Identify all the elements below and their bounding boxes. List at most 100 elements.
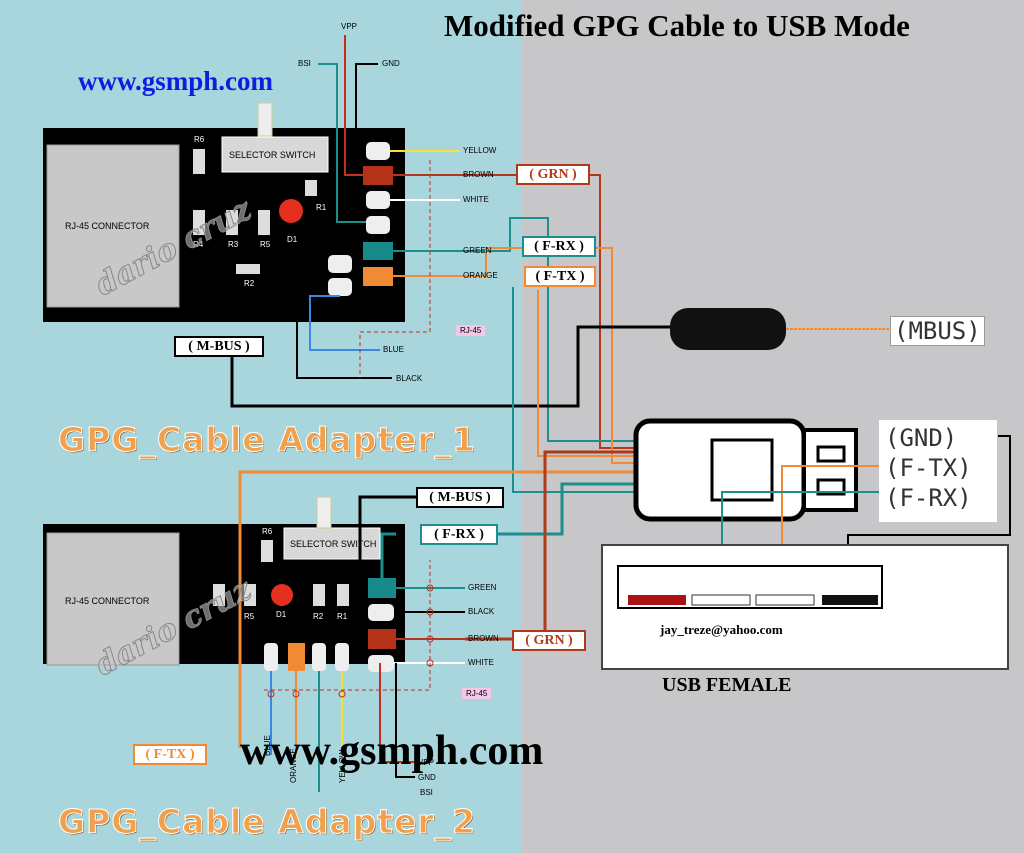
board-1-gnd-label: GND — [382, 59, 400, 68]
board-2-wire-label-black: BLACK — [468, 607, 495, 616]
board-2-pad-blue — [264, 643, 278, 671]
ftx-wire-2 — [238, 470, 640, 748]
board-2-label-vpp: VPP — [418, 758, 435, 767]
tag-mbus-1: ( M-BUS ) — [174, 336, 264, 357]
board-2-pad-green — [368, 578, 396, 598]
board-1-pad-orange — [363, 267, 393, 286]
website-bottom: www.gsmph.com — [240, 728, 544, 774]
board-1-r5-label: R5 — [260, 240, 271, 249]
board-1-r1-label: R1 — [316, 203, 327, 212]
board-1-pad-brown — [363, 166, 393, 185]
frx-route — [512, 287, 640, 493]
board-1-pad-green — [363, 242, 393, 260]
board-1-vpp-route — [344, 130, 363, 176]
usb-tag-gnd: (GND) — [885, 424, 958, 452]
tag-grn-2: ( GRN ) — [512, 630, 586, 651]
board-2-pad-vpp — [335, 643, 349, 671]
board-1-wire-blue — [309, 295, 380, 351]
board-1-switch-knob — [257, 102, 273, 137]
tag-frx-1: ( F-RX ) — [522, 236, 596, 257]
board-2-rj45-connector — [46, 532, 180, 666]
tag-ftx-1: ( F-TX ) — [524, 266, 596, 287]
board-1-pad-spare — [366, 216, 390, 234]
board-1-r2-label: R2 — [244, 279, 255, 288]
board-2-pad-orange — [288, 643, 305, 671]
board-2-resistor-r4 — [213, 584, 225, 606]
board-1-resistor-r6 — [193, 149, 205, 174]
mbus-wire-1 — [230, 325, 675, 408]
usb-female-pin-ftx — [755, 594, 815, 606]
board-1-pad-white — [366, 191, 390, 209]
board-2-switch-knob — [316, 496, 332, 529]
board-1-switch-label: SELECTOR SWITCH — [229, 150, 316, 160]
board-1-bsi-label: BSI — [298, 59, 311, 68]
usb-female-pin-gnd — [822, 595, 878, 605]
board-2-label-yellow: YELLOW — [338, 749, 347, 783]
usb-female-pin-red — [628, 595, 686, 605]
usb-tag-panel — [879, 420, 997, 522]
board-1-r4-label: R4 — [193, 240, 204, 249]
adapter-2-label: GPG_Cable Adapter_2 — [57, 802, 477, 842]
board-1-r3-label: R3 — [228, 240, 239, 249]
board-1-wire-gnd — [355, 63, 378, 130]
board-1-wire-label-orange: ORANGE — [463, 271, 498, 280]
board-1-rj45-tag: RJ-45 — [456, 325, 486, 336]
frx-wire-1 — [460, 217, 640, 442]
usb-tag-mbus: (MBUS) — [890, 316, 985, 346]
board-2-r5-label: R5 — [244, 612, 255, 621]
board-2-resistor-r6 — [261, 540, 273, 562]
board-2-resistor-r5 — [244, 584, 256, 606]
board-1-vpp-label: VPP — [341, 22, 358, 31]
board-1-resistor-r5 — [258, 210, 270, 235]
board-2-selector-switch — [283, 527, 381, 560]
tag-frx-2: ( F-RX ) — [420, 524, 498, 545]
board-1-resistor-r1 — [305, 180, 317, 196]
board-2-wire-label-green: GREEN — [468, 583, 497, 592]
mbus-plug — [670, 308, 786, 350]
frx-wire-2a — [380, 532, 396, 578]
board-2-r2-label: R2 — [313, 612, 324, 621]
board-1-pad-black — [328, 255, 352, 273]
board-1-wire-label-blue: BLUE — [383, 345, 404, 354]
board-1-rj45-dashed — [359, 160, 431, 378]
usb-plug-hole-top — [816, 445, 846, 463]
board-1-d1-label: D1 — [287, 235, 298, 244]
author-email: jay_treze@yahoo.com — [660, 622, 783, 637]
board-2-switch-label: SELECTOR SWITCH — [290, 539, 377, 549]
board-2-label-orange: ORANGE — [289, 748, 298, 783]
board-2-wire-label-white: WHITE — [468, 658, 494, 667]
board-1-resistor-r2 — [236, 264, 260, 274]
board-1-wire-black — [296, 263, 392, 379]
usb-female-label: USB FEMALE — [662, 674, 792, 696]
board-2-led-d1 — [271, 584, 293, 606]
grn-wire-2 — [465, 450, 640, 641]
board-2-label-bsi: BSI — [420, 788, 433, 797]
board-1-wire-label-brown: BROWN — [463, 170, 494, 179]
mbus-wire-2 — [358, 495, 418, 612]
board-2-connector-label: RJ-45 CONNECTOR — [65, 596, 150, 606]
board-1-resistor-r3 — [226, 210, 238, 235]
board-2-r1-label: R1 — [337, 612, 348, 621]
board-2-label-blue: BLUE — [263, 735, 272, 756]
frx-wire-2b — [495, 482, 640, 536]
board-2-pad-yellow — [312, 643, 326, 671]
board-2-wire-gnd — [395, 663, 415, 778]
board-2-r6-label: R6 — [262, 527, 273, 536]
board-2-wire-vpp — [379, 663, 415, 763]
board-2-d1-label: D1 — [276, 610, 287, 619]
board-1-wire-bsi — [318, 63, 366, 223]
board-1-selector-switch — [221, 136, 329, 173]
usb-plug-tip — [802, 428, 858, 512]
board-1-led-d1 — [279, 199, 303, 223]
board-2-rj45-tag: RJ-45 — [462, 688, 492, 699]
board-1-connector-label: RJ-45 CONNECTOR — [65, 221, 150, 231]
ftx-route — [537, 290, 640, 457]
board-1-pad-yellow — [366, 142, 390, 160]
board-2-cut-marks — [267, 584, 434, 698]
tag-ftx-2: ( F-TX ) — [133, 744, 207, 765]
tag-grn-1: ( GRN ) — [516, 164, 590, 185]
tag-mbus-2: ( M-BUS ) — [416, 487, 504, 508]
usb-tag-ftx: (F-TX) — [885, 454, 972, 482]
board-2-resistor-r2 — [313, 584, 325, 606]
board-2-label-gnd: GND — [418, 773, 436, 782]
